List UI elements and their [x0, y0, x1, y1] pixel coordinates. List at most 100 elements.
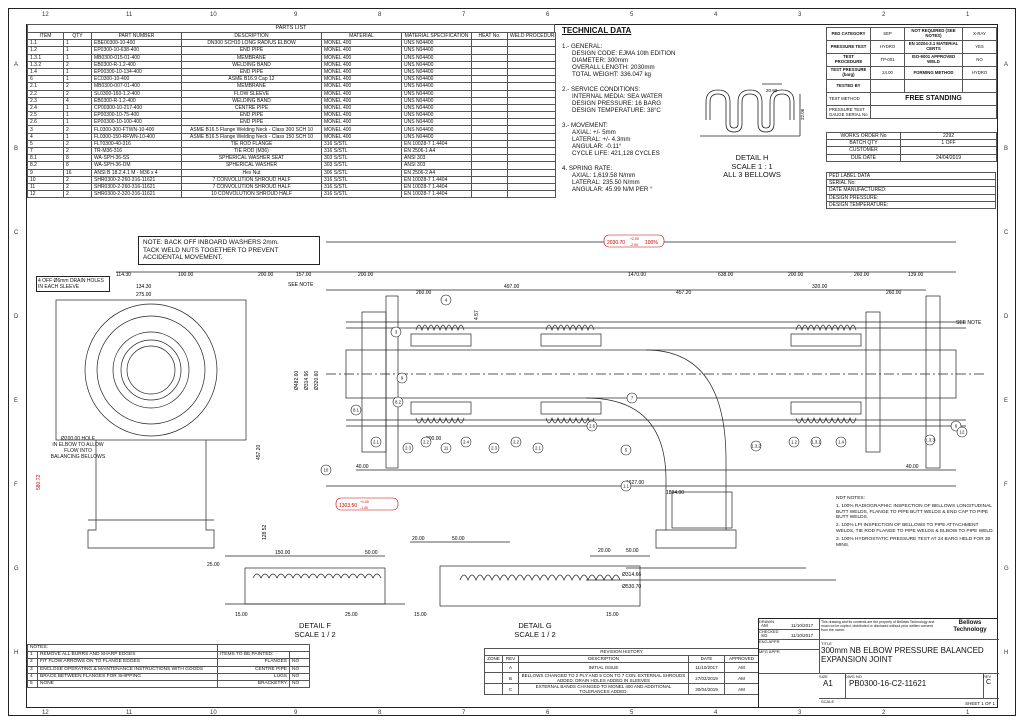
- parts-cell: [471, 182, 508, 192]
- ped-label-field: SERIAL No:: [826, 179, 996, 188]
- parts-cell: FL0300-150-RFWN-10-400: [91, 132, 182, 141]
- revision-cell: AM: [723, 672, 760, 685]
- detail-g-dim-3: 20.00: [598, 548, 611, 554]
- parts-cell: [471, 132, 508, 141]
- note-line-1: NOTE: BACK OFF INBOARD WASHERS 2mm.: [143, 239, 279, 246]
- ped-cell: HYDRO: [870, 40, 905, 54]
- parts-cell: UNS N04400: [401, 111, 472, 120]
- zone-left-H: H: [14, 650, 19, 656]
- parts-cell: [507, 60, 556, 69]
- parts-cell: MONEL 400: [321, 53, 402, 62]
- parts-cell: [471, 168, 508, 177]
- parts-cell: UNS N04400: [401, 53, 472, 62]
- parts-cell: WELDING BAND: [181, 96, 322, 105]
- second-dim: 457.20: [676, 290, 692, 296]
- parts-cell: [507, 161, 556, 170]
- zone-top-9: 9: [294, 12, 298, 18]
- revision-cell: C: [502, 683, 519, 696]
- item-balloon-circle: [586, 420, 598, 432]
- detail-h-drawing: 20.90 22.06: [700, 83, 805, 137]
- parts-cell: [507, 111, 556, 120]
- parts-cell: ANSI 303: [401, 154, 472, 163]
- parts-cell: 2.2: [27, 89, 64, 98]
- revision-cell: AM: [723, 662, 760, 674]
- parts-cell: EP0300-10-638-400: [91, 46, 182, 55]
- technical-line: LATERAL: +/- 4.3mm: [572, 136, 631, 143]
- parts-cell: FLT0300-40-316: [91, 139, 182, 149]
- zone-right-F: F: [1004, 482, 1008, 488]
- parts-cell: [507, 96, 556, 105]
- zone-right-C: C: [1004, 230, 1009, 236]
- top-dim: 200.00: [258, 272, 274, 278]
- vertical-dim: 128.52: [262, 524, 268, 540]
- parts-cell: [507, 82, 556, 91]
- parts-cell: [471, 146, 508, 156]
- parts-cell: SHR0300-2-320-316-11621: [91, 190, 182, 199]
- zone-top-7: 7: [462, 12, 466, 18]
- parts-cell: UNS N04400: [401, 39, 472, 48]
- lower-red-tol-plus: +1.00: [360, 500, 369, 504]
- parts-cell: 2: [63, 82, 92, 91]
- size-label: SIZE: [819, 674, 828, 679]
- parts-cell: 8: [63, 154, 92, 163]
- ped-cell: SEP: [870, 27, 905, 41]
- note-number: 2: [27, 658, 38, 667]
- drawn-label: DRAWN: [759, 619, 774, 624]
- vertical-dim: Ø314.96: [304, 371, 310, 390]
- elbow-dim-1: Ø314.66: [622, 572, 641, 578]
- revision-header: ZONE: [484, 655, 503, 664]
- parts-cell: MONEL 400: [321, 75, 402, 84]
- parts-cell: 1.4: [27, 67, 64, 77]
- works-order-label: CUSTOMER: [826, 146, 901, 155]
- ped-row: TESTED BY: [826, 79, 997, 93]
- ndt-note-item: 2. 100% LPI INSPECTION OF BELLOWS TO PIP…: [836, 523, 994, 534]
- left-red-dim: 580.72: [36, 474, 42, 490]
- detail-g-drawing: 20.00 50.00 20.00 50.00 15.00 15.00: [410, 536, 650, 618]
- parts-cell: EN 10028-7 1.4404: [401, 175, 472, 184]
- company-name-line-1: Bellows: [958, 620, 982, 626]
- item-balloon-circle: [835, 436, 847, 448]
- sheet-size: A1: [823, 679, 833, 688]
- parts-cell: 1: [63, 67, 92, 77]
- zone-bottom-6: 6: [546, 710, 550, 716]
- zone-top-5: 5: [630, 12, 634, 18]
- item-balloon-circle: [532, 442, 544, 454]
- item-balloons: 108.18.232.12.32.2112.42.32.22.12.651.3.…: [320, 294, 968, 492]
- item-balloon-label: 3: [395, 330, 398, 335]
- ped-cell: PRESSURE TEST: [826, 40, 871, 54]
- note-text: FIT FLOW ARROWS ON TO FLANGE EDGES: [36, 658, 219, 667]
- parts-cell: [471, 161, 508, 170]
- parts-cell: [471, 118, 508, 127]
- parts-cell: 316 S/STL: [321, 175, 402, 184]
- parts-cell: WA-SPH-36-DM: [91, 161, 182, 170]
- parts-cell: UNS N04400: [401, 82, 472, 91]
- item-balloon-circle: [350, 404, 362, 416]
- technical-line: DESIGN PRESSURE: 16 BARG: [572, 100, 662, 107]
- second-dim: 260.00: [416, 290, 432, 296]
- outer-border: [8, 8, 1016, 716]
- top-dim: 114.30: [116, 272, 131, 278]
- ped-cell: NO: [962, 53, 997, 67]
- parts-cell: [471, 103, 508, 113]
- parts-cell: END PIPE: [181, 46, 322, 55]
- parts-cell: EBE00300-10-400: [91, 39, 182, 48]
- drain-hole-note: 4 OFF Ø6mm DRAIN HOLES IN EACH SLEEVE: [36, 276, 110, 292]
- zone-right-H: H: [1004, 650, 1009, 656]
- zone-left-G: G: [14, 566, 19, 572]
- revision-cell: 30/04/2019: [688, 683, 725, 696]
- zone-bottom-1: 1: [966, 710, 970, 716]
- parts-cell: [507, 132, 556, 141]
- parts-cell: [507, 53, 556, 62]
- technical-line: CYCLE LIFE: 421,128 CYCLES: [572, 150, 660, 157]
